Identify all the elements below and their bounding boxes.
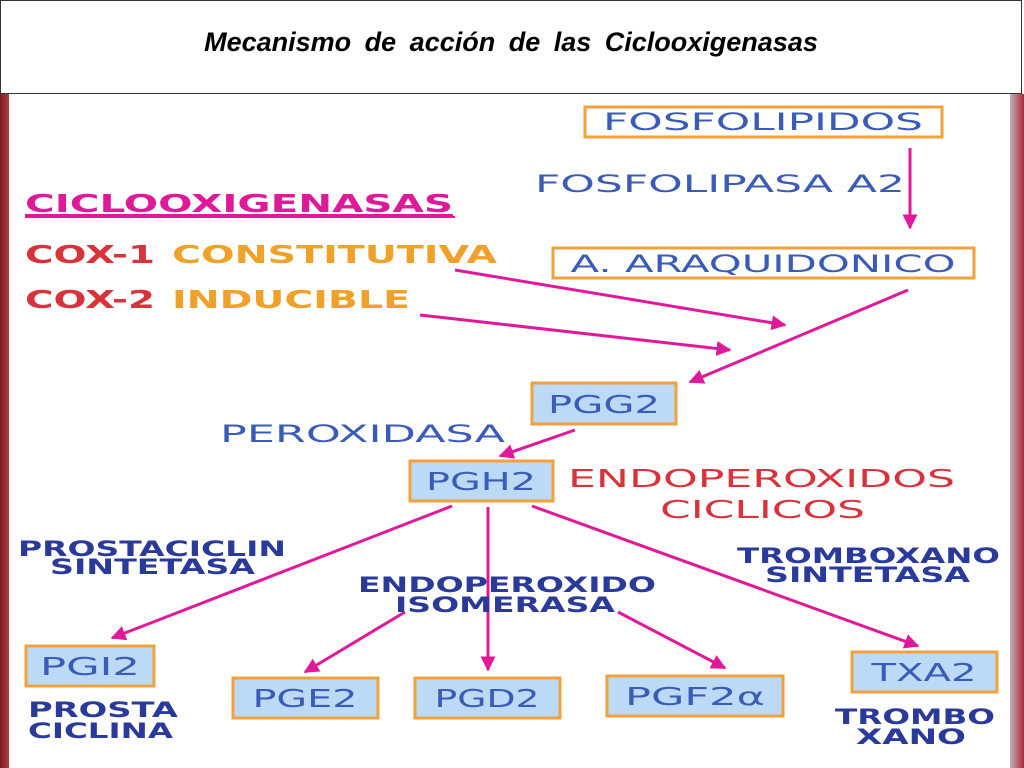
isomerasa-line2: ISOMERASA <box>395 593 616 617</box>
pgf2a-label: PGF2α <box>625 682 765 711</box>
ciclicos-label: CICLICOS <box>660 495 865 524</box>
pgh2-label: PGH2 <box>426 467 536 496</box>
arrow-isomerasa-to-pge2 <box>303 610 406 674</box>
pgd2-node: PGD2 <box>413 676 562 720</box>
prostaciclin-sintetasa-line2: SINTETASA <box>50 555 256 579</box>
fosfolipidos-node: FOSFOLIPIDOS <box>583 105 944 139</box>
isomerasa-line1: ENDOPEROXIDO <box>358 573 656 597</box>
peroxidasa-label: PEROXIDASA <box>220 420 506 448</box>
araquidonico-node: A. ARAQUIDONICO <box>551 246 976 280</box>
pgf2a-node: PGF2α <box>605 674 785 718</box>
pge2-node: PGE2 <box>231 676 380 720</box>
slide-title: Mecanismo de acción de las Ciclooxigenas… <box>204 27 818 57</box>
ciclooxigenasas-label: CICLOOXIGENASAS <box>25 189 453 218</box>
right-frame-border <box>1010 94 1024 768</box>
tromboxano-sintetasa-line2: SINTETASA <box>765 563 971 587</box>
arrow-cox2-to-pathway <box>419 313 732 356</box>
pge2-label: PGE2 <box>253 684 358 713</box>
pgi2-node: PGI2 <box>24 644 156 688</box>
prostaciclina-line1: PROSTA <box>28 698 179 722</box>
pgi2-label: PGI2 <box>40 652 140 681</box>
cox2-type-label: INDUCIBLE <box>172 285 410 314</box>
cox1-label: COX-1 <box>25 240 155 269</box>
pgg2-node: PGG2 <box>530 381 678 426</box>
txa2-node: TXA2 <box>850 650 999 694</box>
tromboxano-line1: TROMBO <box>835 705 995 729</box>
araquidonico-label: A. ARAQUIDONICO <box>571 250 956 278</box>
cyclooxygenase-pathway-diagram: FOSFOLIPIDOS FOSFOLIPASA A2 A. ARAQUIDON… <box>18 105 1000 749</box>
arrow-isomerasa-to-pgf2a <box>617 610 727 670</box>
arrow-cox1-to-pathway <box>454 268 787 331</box>
left-frame-border <box>0 94 9 768</box>
arrow-pgh2-to-pgi2 <box>110 504 453 641</box>
pgd2-label: PGD2 <box>435 684 540 713</box>
cox1-type-label: CONSTITUTIVA <box>172 240 498 269</box>
cox2-label: COX-2 <box>25 285 155 314</box>
tromboxano-line2: XANO <box>856 725 966 749</box>
arrow-pgh2-to-txa2 <box>531 504 920 649</box>
pgh2-node: PGH2 <box>408 459 555 503</box>
fosfolipidos-label: FOSFOLIPIDOS <box>603 108 923 136</box>
prostaciclin-sintetasa-line1: PROSTACICLIN <box>18 537 286 561</box>
txa2-label: TXA2 <box>870 658 977 687</box>
pgg2-label: PGG2 <box>548 390 660 419</box>
arrows <box>110 148 920 674</box>
fosfolipasa-label: FOSFOLIPASA A2 <box>535 170 905 198</box>
prostaciclina-line2: CICLINA <box>28 719 174 743</box>
tromboxano-sintetasa-line1: TROMBOXANO <box>737 544 1000 568</box>
arrow-pgg2-to-pgh2 <box>498 428 576 459</box>
endoperoxidos-label: ENDOPEROXIDOS <box>568 464 955 493</box>
arrow-araquidonico-to-pgg2 <box>688 288 909 384</box>
title-bar: Mecanismo de acción de las Ciclooxigenas… <box>0 0 1022 94</box>
